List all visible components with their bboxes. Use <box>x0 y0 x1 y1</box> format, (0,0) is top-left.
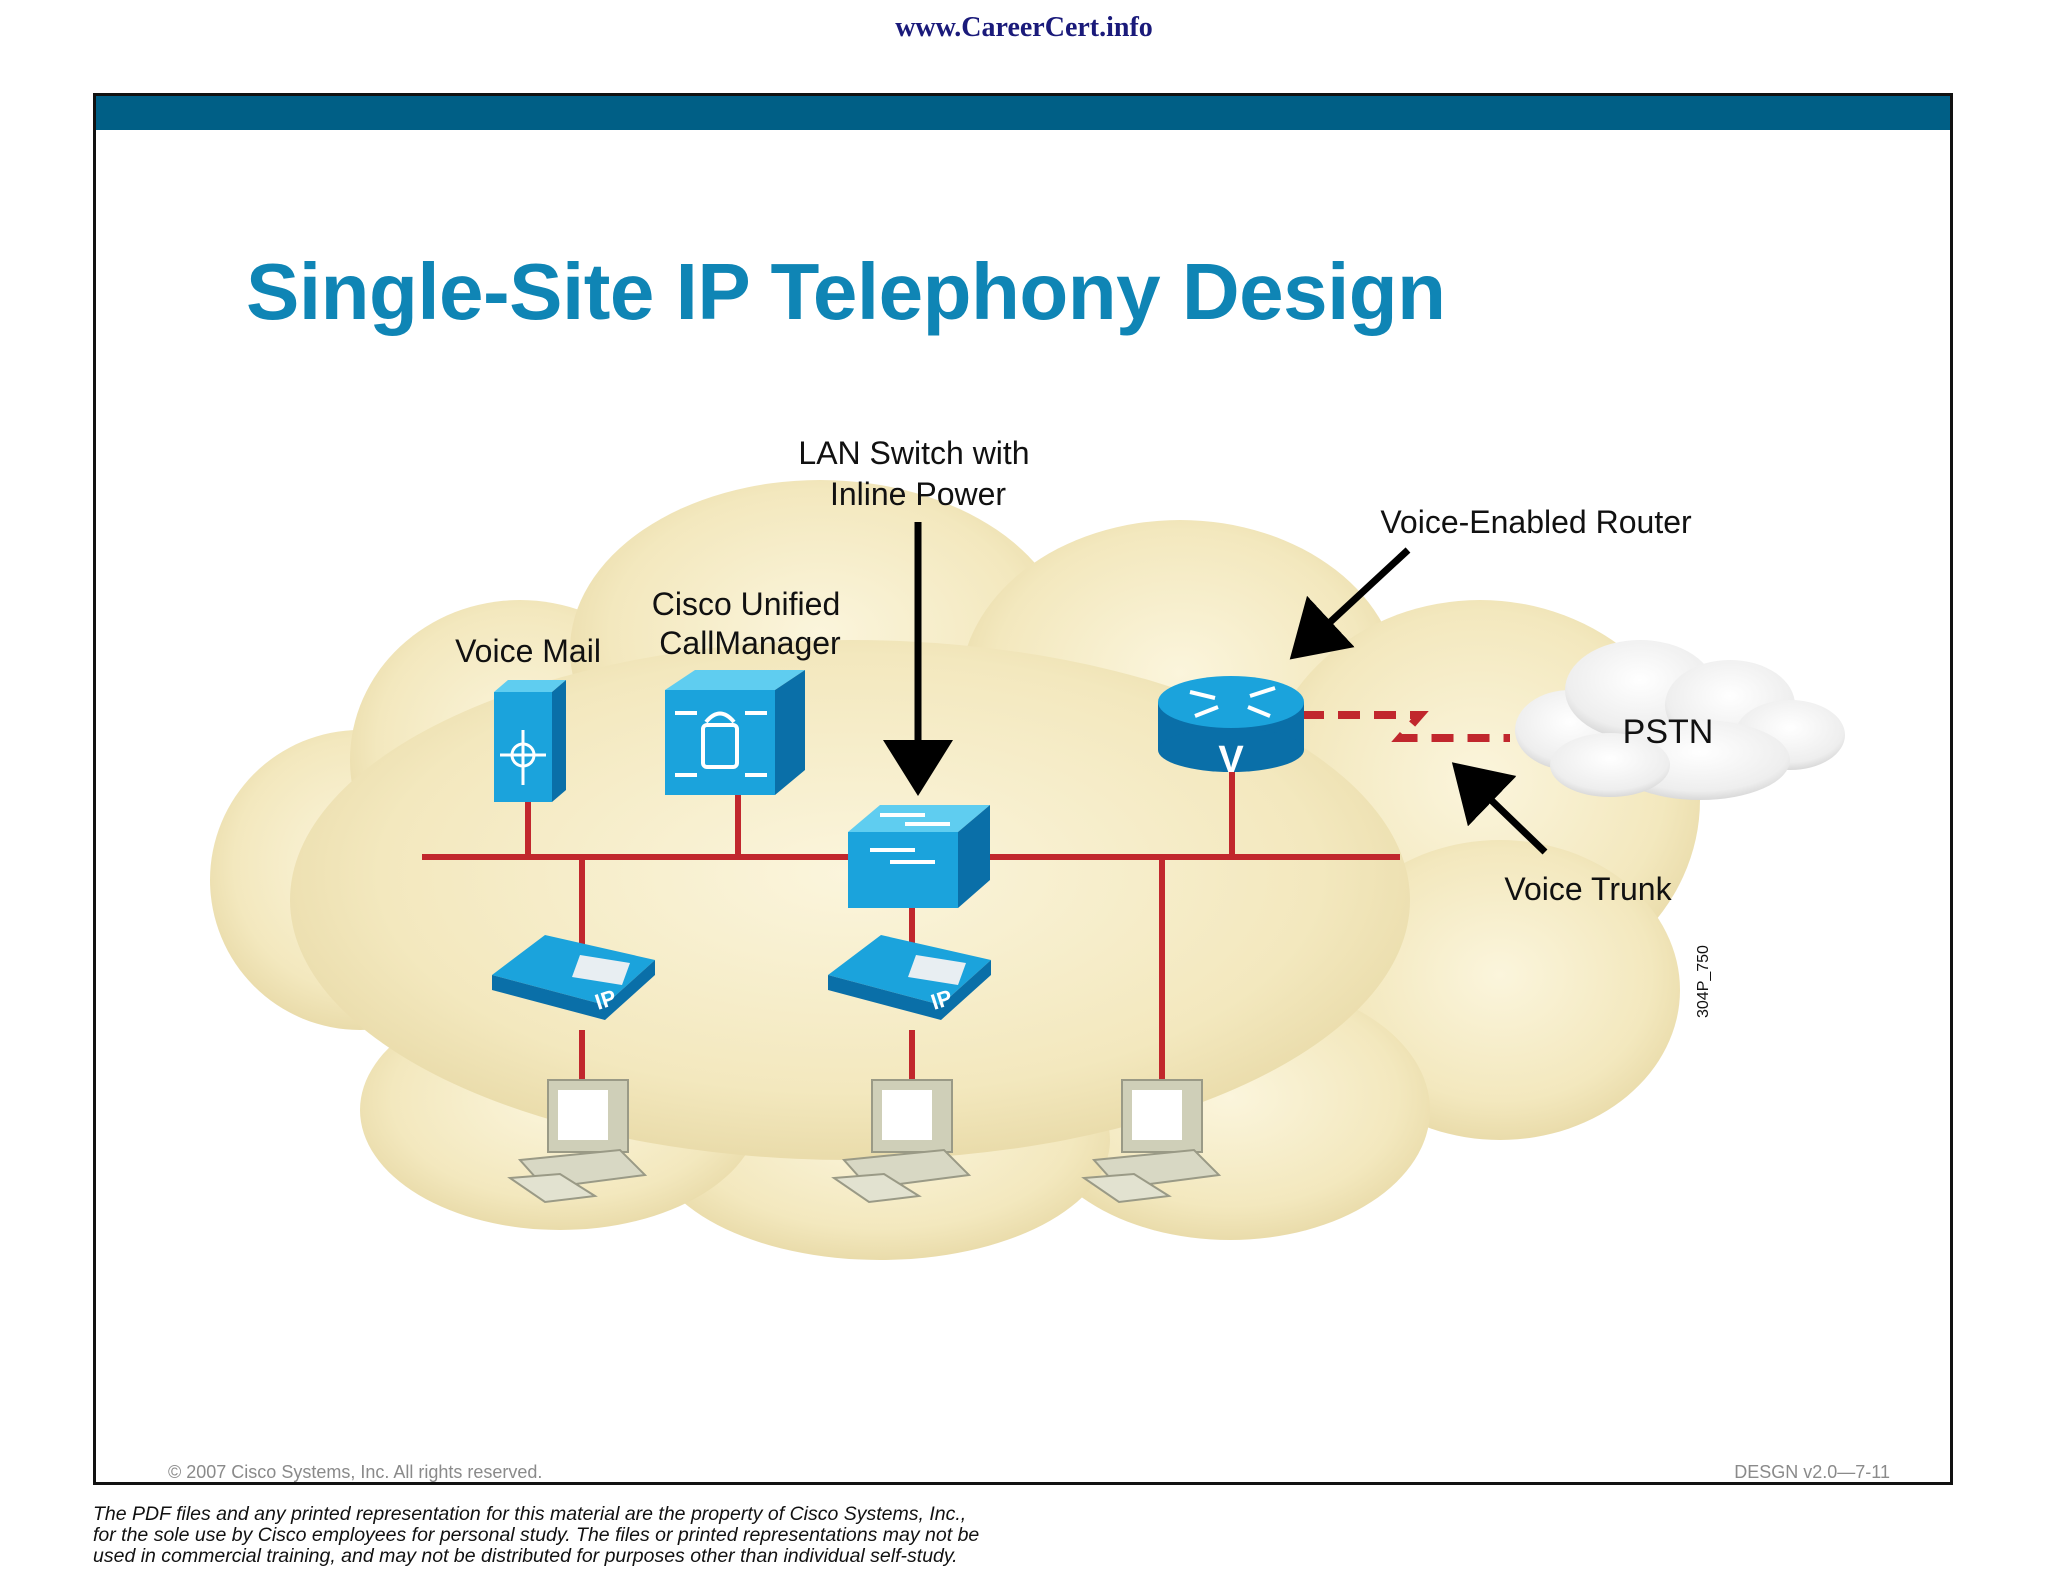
lan-switch-label-line2: Inline Power <box>830 476 1006 512</box>
callmanager-label-line2: CallManager <box>659 625 841 661</box>
slide-title: Single-Site IP Telephony Design <box>246 247 1446 336</box>
slide-header-band <box>96 96 1950 130</box>
disclaimer: The PDF files and any printed representa… <box>93 1504 1193 1567</box>
voice-router: V <box>1158 676 1304 781</box>
disclaimer-line: used in commercial training, and may not… <box>93 1545 958 1567</box>
callmanager-label-line1: Cisco Unified <box>652 586 841 622</box>
router-arrows-icon <box>1189 686 1276 718</box>
ip-phone: IP <box>828 935 991 1020</box>
router-badge: V <box>1218 739 1244 781</box>
copyright-notice: © 2007 Cisco Systems, Inc. All rights re… <box>168 1462 543 1482</box>
workstation <box>831 1079 972 1204</box>
router-arrow <box>1289 547 1411 660</box>
router-label: Voice-Enabled Router <box>1380 504 1692 540</box>
disclaimer-line: The PDF files and any printed representa… <box>93 1503 967 1525</box>
switch-arrows-icon <box>870 813 950 864</box>
course-code: DESGN v2.0—7-11 <box>1734 1462 1890 1482</box>
callout-arrows <box>883 522 1548 855</box>
voicemail-icon <box>500 730 546 785</box>
callmanager-icon <box>675 711 767 777</box>
ip-phone: IP <box>492 935 655 1020</box>
callmanager-server <box>665 670 805 795</box>
site-url[interactable]: www.CareerCert.info <box>895 12 1153 43</box>
disclaimer-line: for the sole use by Cisco employees for … <box>93 1524 980 1546</box>
voice-trunk-arrow <box>1451 762 1548 855</box>
lan-switch-label-line1: LAN Switch with <box>798 435 1029 471</box>
workstation <box>1081 1079 1222 1204</box>
lan-switch <box>848 805 990 908</box>
pstn-cloud: PSTN <box>1515 640 1845 800</box>
voice-trunk-label: Voice Trunk <box>1504 871 1672 907</box>
workstation <box>507 1079 648 1204</box>
voice-mail-server <box>494 680 566 802</box>
pstn-label: PSTN <box>1623 713 1714 751</box>
figure-id-label: 304P_750 <box>1695 945 1712 1018</box>
voice-mail-label: Voice Mail <box>455 633 601 669</box>
